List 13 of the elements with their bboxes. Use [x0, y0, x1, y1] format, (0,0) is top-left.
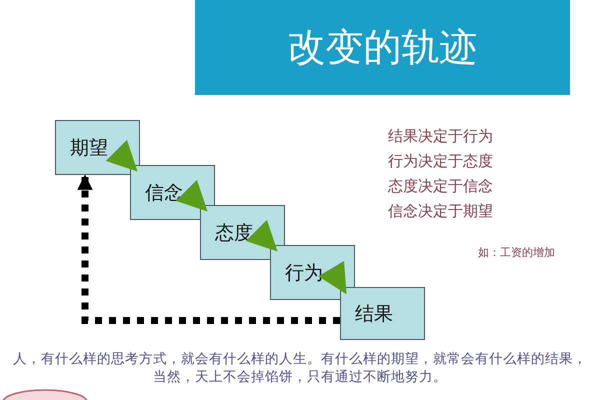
rule-text: 信念决定于期望: [388, 201, 494, 222]
rule-text: 结果决定于行为: [388, 126, 494, 146]
rule-text: 态度决定于信念: [388, 176, 494, 196]
arrow: [176, 180, 208, 212]
caption-text: 人，有什么样的思考方式，就会有什么样的人生。有什么样的期望，就常会有什么样的结果，当然，天上不会掉馅饼，只有通过不断地努力。: [12, 350, 588, 386]
arrow: [246, 220, 278, 252]
rule-text: 行为决定于态度: [388, 151, 494, 172]
process-box: 结果: [340, 287, 425, 340]
arrow: [318, 260, 347, 294]
example-note: 如：工资的增加: [478, 246, 556, 261]
arrow: [106, 140, 138, 172]
title-banner: 改变的轨迹: [195, 0, 570, 95]
dotted-arrow: [77, 174, 340, 324]
